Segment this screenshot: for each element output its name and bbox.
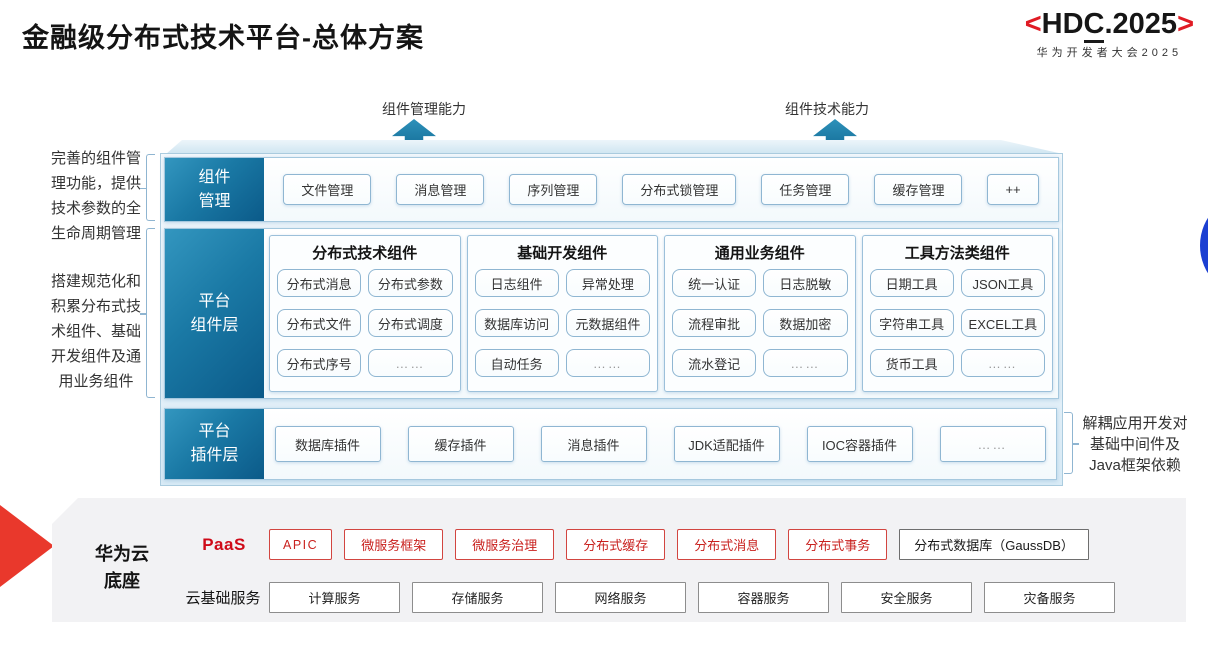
group-chip: 分布式参数 xyxy=(368,269,453,297)
group-chip: 分布式文件 xyxy=(277,309,362,337)
platform-container: 组件 管理 文件管理 消息管理 序列管理 分布式锁管理 任务管理 缓存管理 ++… xyxy=(160,153,1063,486)
iaas-chip: 容器服务 xyxy=(698,582,829,613)
logo-open-bracket: < xyxy=(1024,8,1042,40)
group-chip: EXCEL工具 xyxy=(960,309,1045,337)
note-left-bottom: 搭建规范化和 积累分布式技 术组件、基础 开发组件及通 用业务组件 xyxy=(50,273,141,390)
paas-chip: 分布式缓存 xyxy=(566,529,666,560)
group-chip: 统一认证 xyxy=(672,269,757,297)
paas-chip: APIC xyxy=(269,529,333,560)
foundation-label: 华为云 底座 xyxy=(95,544,149,591)
group-chip: 日志组件 xyxy=(474,269,559,297)
capability-label-technology: 组件技术能力 xyxy=(785,101,869,117)
iaas-chip-list: 计算服务 存储服务 网络服务 容器服务 安全服务 灾备服务 xyxy=(269,582,1115,613)
group-chip-grid: 统一认证 日志脱敏 流程审批 数据加密 流水登记 …… xyxy=(665,269,855,391)
group-chip: 数据加密 xyxy=(763,309,848,337)
group-title: 通用业务组件 xyxy=(714,245,805,262)
group-distributed-tech: 分布式技术组件 分布式消息 分布式参数 分布式文件 分布式调度 分布式序号 …… xyxy=(269,235,461,392)
logo-c-underlined: C xyxy=(1083,8,1105,43)
group-chip: 日志脱敏 xyxy=(763,269,848,297)
mgmt-chip: 文件管理 xyxy=(283,174,372,205)
management-chip-list: 文件管理 消息管理 序列管理 分布式锁管理 任务管理 缓存管理 ++ xyxy=(264,158,1058,221)
note-left-top: 完善的组件管 理功能，提供 技术参数的全 生命周期管理 xyxy=(50,150,141,242)
group-chip: 字符串工具 xyxy=(869,309,954,337)
group-common-business: 通用业务组件 统一认证 日志脱敏 流程审批 数据加密 流水登记 …… xyxy=(664,235,856,392)
group-chip: 流程审批 xyxy=(672,309,757,337)
iaas-chip: 存储服务 xyxy=(412,582,543,613)
mgmt-chip: ++ xyxy=(987,174,1039,205)
group-title: 基础开发组件 xyxy=(517,245,608,262)
group-chip: 流水登记 xyxy=(672,349,757,377)
plugin-chip: JDK适配插件 xyxy=(673,426,780,462)
mgmt-chip: 分布式锁管理 xyxy=(622,174,737,205)
layer-label-component-management: 组件 管理 xyxy=(165,158,264,221)
group-chip: 数据库访问 xyxy=(474,309,559,337)
hdc-logo-text: <HDC.2025> xyxy=(1024,8,1194,43)
group-chip-grid: 分布式消息 分布式参数 分布式文件 分布式调度 分布式序号 …… xyxy=(270,269,460,391)
group-title: 工具方法类组件 xyxy=(904,245,1010,262)
mgmt-chip: 任务管理 xyxy=(761,174,850,205)
huawei-cloud-foundation-panel: 华为云 底座 PaaS APIC 微服务框架 微服务治理 分布式缓存 分布式消息… xyxy=(52,498,1186,622)
group-title: 分布式技术组件 xyxy=(312,245,418,262)
mgmt-chip: 缓存管理 xyxy=(874,174,963,205)
group-chip: 异常处理 xyxy=(565,269,650,297)
group-chip: 分布式序号 xyxy=(277,349,362,377)
group-chip: …… xyxy=(960,349,1045,377)
mgmt-chip: 序列管理 xyxy=(509,174,598,205)
group-basic-dev: 基础开发组件 日志组件 异常处理 数据库访问 元数据组件 自动任务 …… xyxy=(466,235,658,392)
hdc-2025-logo: <HDC.2025> 华为开发者大会2025 xyxy=(1025,8,1194,60)
group-chip: 元数据组件 xyxy=(565,309,650,337)
group-chip: JSON工具 xyxy=(960,269,1045,297)
group-chip: 货币工具 xyxy=(869,349,954,377)
iaas-chip: 计算服务 xyxy=(269,582,400,613)
layer-row-component-management: 组件 管理 文件管理 消息管理 序列管理 分布式锁管理 任务管理 缓存管理 ++ xyxy=(164,157,1059,222)
group-chip: 分布式消息 xyxy=(277,269,362,297)
logo-hd: HD xyxy=(1041,8,1084,40)
paas-label: PaaS xyxy=(202,534,246,554)
mgmt-chip: 消息管理 xyxy=(396,174,485,205)
layer-row-platform-components: 平台 组件层 分布式技术组件 分布式消息 分布式参数 分布式文件 分布式调度 分… xyxy=(164,228,1059,399)
group-chip-grid: 日期工具 JSON工具 字符串工具 EXCEL工具 货币工具 …… xyxy=(863,269,1053,391)
group-chip: 自动任务 xyxy=(474,349,559,377)
left-brace-icon xyxy=(140,154,155,221)
logo-close-bracket: > xyxy=(1177,8,1194,40)
hdc-logo-subtitle: 华为开发者大会2025 xyxy=(1036,47,1183,59)
logo-rest: .2025 xyxy=(1104,8,1178,40)
right-brace-icon xyxy=(1064,412,1079,474)
plugin-chip: IOC容器插件 xyxy=(806,426,913,462)
group-chip: 分布式调度 xyxy=(368,309,453,337)
capability-label-management: 组件管理能力 xyxy=(382,101,466,117)
group-chip: …… xyxy=(763,349,848,377)
paas-chip: 分布式事务 xyxy=(788,529,888,560)
group-tool-methods: 工具方法类组件 日期工具 JSON工具 字符串工具 EXCEL工具 货币工具 …… xyxy=(861,235,1053,392)
iaas-chip: 安全服务 xyxy=(841,582,972,613)
layer-label-platform-plugins: 平台 插件层 xyxy=(165,409,264,479)
plugin-chip: 数据库插件 xyxy=(274,426,381,462)
gaussdb-chip: 分布式数据库（GaussDB） xyxy=(899,529,1089,560)
paas-chip: 分布式消息 xyxy=(677,529,777,560)
layer-label-platform-components: 平台 组件层 xyxy=(165,229,264,398)
plugin-chip: 缓存插件 xyxy=(407,426,514,462)
note-right: 解耦应用开发对 基础中间件及 Java框架依赖 xyxy=(1082,415,1188,474)
component-group-list: 分布式技术组件 分布式消息 分布式参数 分布式文件 分布式调度 分布式序号 ……… xyxy=(264,229,1058,398)
group-chip-grid: 日志组件 异常处理 数据库访问 元数据组件 自动任务 …… xyxy=(468,269,658,391)
page-title: 金融级分布式技术平台-总体方案 xyxy=(22,23,424,53)
iaas-chip: 灾备服务 xyxy=(984,582,1115,613)
plugin-chip: …… xyxy=(939,426,1046,462)
paas-chip: 微服务框架 xyxy=(344,529,444,560)
plugin-chip-list: 数据库插件 缓存插件 消息插件 JDK适配插件 IOC容器插件 …… xyxy=(264,409,1056,479)
layer-row-platform-plugins: 平台 插件层 数据库插件 缓存插件 消息插件 JDK适配插件 IOC容器插件 …… xyxy=(164,408,1057,480)
left-brace-icon xyxy=(140,228,155,398)
group-chip: …… xyxy=(565,349,650,377)
blue-circle-decoration xyxy=(1200,193,1208,298)
iaas-chip: 网络服务 xyxy=(555,582,686,613)
paas-chip: 微服务治理 xyxy=(455,529,555,560)
paas-chip-list: APIC 微服务框架 微服务治理 分布式缓存 分布式消息 分布式事务 分布式数据… xyxy=(269,529,1089,560)
red-arrow-icon xyxy=(0,505,54,587)
slab-top-face xyxy=(166,140,1063,154)
group-chip: …… xyxy=(368,349,453,377)
group-chip: 日期工具 xyxy=(869,269,954,297)
iaas-label: 云基础服务 xyxy=(185,590,261,607)
plugin-chip: 消息插件 xyxy=(540,426,647,462)
